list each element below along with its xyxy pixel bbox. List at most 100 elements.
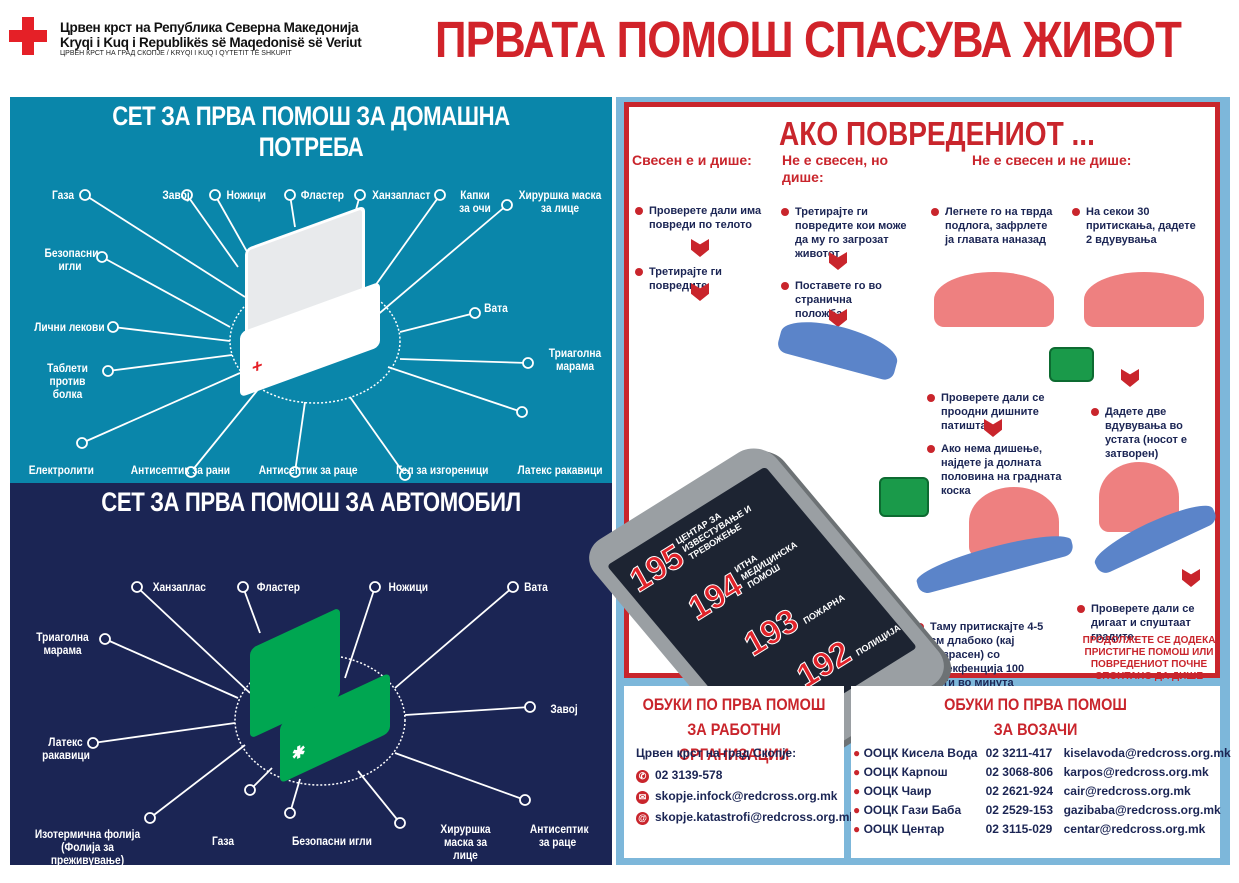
training-orgs-box: ОБУКИ ПО ПРВА ПОМОШ ЗА РАБОТНИ ОРГАНИЗАЦ… xyxy=(624,686,856,858)
branch-name: Гази Баба xyxy=(901,803,962,817)
arrow-down-icon xyxy=(691,283,709,301)
org-name-mk: Црвен крст на Република Северна Македони… xyxy=(60,20,359,35)
org-name-sq: Kryqi i Kuq i Republikës së Maqedonisë s… xyxy=(60,35,362,50)
item-triangular-bandage: Триаголна марама xyxy=(36,630,89,657)
branch-phone[interactable]: 02 3115-029 xyxy=(985,822,1053,836)
item-plaster: Ханзаплас xyxy=(152,580,206,594)
item-latex-gloves: Латекс ракавици xyxy=(42,735,90,762)
email-link[interactable]: skopje.katastrofi@redcross.org.mk xyxy=(655,810,857,824)
label-194: ИТНА МЕДИЦИНСКА ПОМОШ xyxy=(731,540,800,590)
item-scissors: Ножици xyxy=(226,188,266,202)
branch-unit: ООЦК xyxy=(863,746,899,760)
item-tape: Фластер xyxy=(256,580,300,594)
arrow-down-icon xyxy=(1182,569,1200,587)
item-gauze: Газа xyxy=(211,834,235,848)
email-contact: ✉skopje.infock@redcross.org.mk xyxy=(636,789,837,804)
training-orgs-title: ОБУКИ ПО ПРВА ПОМОШ xyxy=(642,695,826,714)
branch-name: Карпош xyxy=(901,765,948,779)
branch-email[interactable]: gazibaba@redcross.org.mk xyxy=(1063,803,1221,817)
phone-contact: ✆ 02 3139-578 xyxy=(636,768,722,783)
col2-heading: Не е свесен, но дише: xyxy=(782,152,889,185)
phone-number[interactable]: 02 3139-578 xyxy=(655,768,723,782)
item-gauze: Газа xyxy=(51,188,75,202)
item-painkillers: Таблети против болка xyxy=(47,361,88,401)
step: Проверете дали се дигаат и спуштаат град… xyxy=(1077,602,1222,644)
leader-lines xyxy=(87,581,536,829)
step: Проверете дали има повреди по телото xyxy=(635,204,765,232)
training-drivers-title: ОБУКИ ПО ПРВА ПОМОШ xyxy=(944,695,1127,714)
item-hand-antiseptic: Антисептик за раце xyxy=(529,822,589,849)
label-193: ПОЖАРНА xyxy=(800,592,848,626)
branch-email[interactable]: cair@redcross.org.mk xyxy=(1063,784,1191,798)
branch-unit: ООЦК xyxy=(863,765,899,779)
item-cotton: Вата xyxy=(484,301,508,315)
bullet: ● xyxy=(853,784,861,798)
number-193: 193 xyxy=(734,603,808,663)
bullet: ● xyxy=(853,765,861,779)
item-burn-gel: Гел за изгореници xyxy=(396,463,489,477)
email-link[interactable]: skopje.infock@redcross.org.mk xyxy=(655,789,838,803)
first-aid-kit-icon xyxy=(879,477,929,517)
col1-heading: Свесен е и дише: xyxy=(632,152,752,168)
item-triangular-bandage: Триаголна марама xyxy=(548,346,602,373)
item-hand-antiseptic: Антисептик за раце xyxy=(258,463,358,477)
home-kit-title: СЕТ ЗА ПРВА ПОМОШ ЗА ДОМАШНА ПОТРЕБА xyxy=(112,101,510,162)
arrow-down-icon xyxy=(1121,369,1139,387)
red-cross-logo xyxy=(9,17,47,55)
item-tape: Фластер xyxy=(300,188,344,202)
arrow-down-icon xyxy=(691,239,709,257)
arrow-down-icon xyxy=(984,419,1002,437)
branch-email[interactable]: kiselavoda@redcross.org.mk xyxy=(1063,746,1231,760)
label-195: ЦЕНТАР ЗА ИЗВЕСТУВАЊЕ И ТРЕВОЖЕЊЕ xyxy=(673,503,754,562)
cpr-breathing-illustration xyxy=(1084,272,1204,327)
org-label: Црвен крст на град Скопје: xyxy=(636,746,797,760)
step: Легнете го на тврда подлога, зафрлете ја… xyxy=(931,205,1056,247)
item-scissors: Ножици xyxy=(388,580,428,594)
if-injured-card: АКО ПОВРЕДЕНИОТ ... Свесен е и дише: Не … xyxy=(577,102,1222,786)
home-kit-panel: СЕТ ЗА ПРВА ПОМОШ ЗА ДОМАШНА ПОТРЕБА + Г… xyxy=(10,97,612,483)
branch-unit: ООЦК xyxy=(863,803,899,817)
branch-email[interactable]: karpos@redcross.org.mk xyxy=(1063,765,1209,779)
item-bandage: Завој xyxy=(162,188,190,202)
branch-unit: ООЦК xyxy=(863,822,899,836)
step: Проверете дали се проодни дишните патишт… xyxy=(927,391,1067,433)
branch-name: Чаир xyxy=(901,784,932,798)
training-orgs-subtitle: ЗА РАБОТНИ ОРГАНИЗАЦИИ xyxy=(678,720,790,764)
step: Дадете две вдувувања во устата (носот е … xyxy=(1091,405,1216,461)
first-aid-kit-icon xyxy=(1049,347,1094,382)
at-icon: @ xyxy=(636,812,649,825)
branch-email[interactable]: centar@redcross.org.mk xyxy=(1063,822,1206,836)
item-thermal-foil: Изотермична фолија (Фолија за преживувањ… xyxy=(34,827,141,867)
branch-unit: ООЦК xyxy=(863,784,899,798)
item-wound-antiseptic: Антисептик за рани xyxy=(130,463,231,477)
item-eye-drops: Капки за очи xyxy=(459,188,491,215)
col3-heading: Не е свесен и не дише: xyxy=(972,152,1132,168)
branch-phone[interactable]: 02 3068-806 xyxy=(985,765,1053,779)
org-city: ЦРВЕН КРСТ НА ГРАД СКОПЈЕ / KRYQI I KUQ … xyxy=(60,50,292,57)
bullet: ● xyxy=(853,822,861,836)
item-latex-gloves: Латекс ракавици xyxy=(517,463,603,477)
branch-name: Кисела Вода xyxy=(901,746,978,760)
phone-icon: ✆ xyxy=(636,770,649,783)
if-injured-title: АКО ПОВРЕДЕНИОТ ... xyxy=(779,115,1095,152)
bullet: ● xyxy=(853,746,861,760)
step: На секои 30 притискања, дадете 2 вдувува… xyxy=(1072,205,1202,247)
arrow-down-icon xyxy=(829,309,847,327)
branch-name: Центар xyxy=(901,822,945,836)
item-surgical-mask: Хируршка маска за лице xyxy=(518,188,602,215)
item-cotton: Вата xyxy=(524,580,548,594)
branch-phone[interactable]: 02 3211-417 xyxy=(985,746,1053,760)
car-kit-panel: СЕТ ЗА ПРВА ПОМОШ ЗА АВТОМОБИЛ ✱ Ханзапл… xyxy=(10,483,612,867)
step: Третирајте ги повредите кои може да му г… xyxy=(781,205,921,261)
item-bandage: Завој xyxy=(550,702,578,716)
branch-phone[interactable]: 02 2529-153 xyxy=(985,803,1053,817)
cpr-breathing-illustration xyxy=(934,272,1054,327)
continue-note: ПРОДОЛЖЕТЕ СЕ ДОДЕКА ПРИСТИГНЕ ПОМОШ ИЛИ… xyxy=(1082,635,1216,682)
branch-phone[interactable]: 02 2621-924 xyxy=(985,784,1053,798)
arrow-down-icon xyxy=(829,252,847,270)
step: Ако нема дишење, најдете ја долната поло… xyxy=(927,442,1067,498)
org-name: Црвен крст на Република Северна Македони… xyxy=(60,20,362,57)
